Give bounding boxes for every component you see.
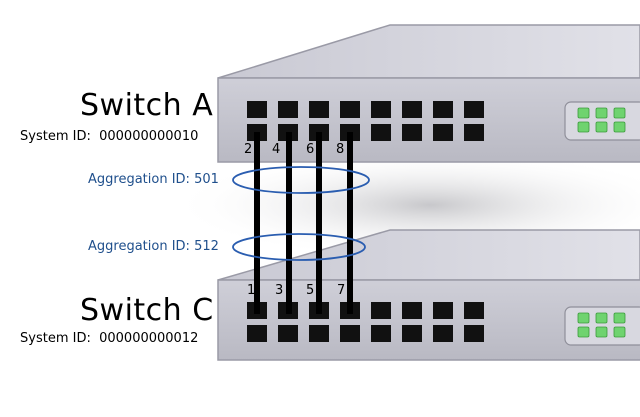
rj45-port-icon xyxy=(464,302,484,319)
switch-a-port-number: 4 xyxy=(272,142,281,157)
status-led-icon xyxy=(595,312,608,324)
system-id-label: System ID: xyxy=(20,331,91,346)
rj45-port-icon xyxy=(464,124,484,141)
system-id-label: System ID: xyxy=(20,129,91,144)
rj45-port-icon xyxy=(371,124,391,141)
status-led-icon xyxy=(577,107,590,119)
status-led-icon xyxy=(577,326,590,338)
switch-a-system-id: System ID: 000000000010 xyxy=(20,129,198,144)
switch-c-port-number: 7 xyxy=(337,283,346,298)
aggregation-ring-512 xyxy=(232,233,366,261)
rj45-port-icon xyxy=(247,101,267,118)
switch-a-port-number: 8 xyxy=(336,142,345,157)
switch-c-system-id: System ID: 000000000012 xyxy=(20,331,198,346)
switch-c-port-number: 1 xyxy=(247,283,256,298)
switch-a-status-panel xyxy=(564,101,640,141)
rj45-port-icon xyxy=(278,325,298,342)
switch-a-port-number: 2 xyxy=(244,142,253,157)
aggregation-label-501: Aggregation ID: 501 xyxy=(88,172,219,187)
rj45-port-icon xyxy=(433,325,453,342)
status-led-icon xyxy=(613,312,626,324)
system-id-value: 000000000010 xyxy=(99,129,199,144)
rj45-port-icon xyxy=(402,302,422,319)
aggregation-ring-501 xyxy=(232,166,370,194)
status-led-icon xyxy=(595,121,608,133)
rj45-port-icon xyxy=(247,325,267,342)
rj45-port-icon xyxy=(340,101,360,118)
rj45-port-icon xyxy=(309,325,329,342)
rj45-port-icon xyxy=(433,124,453,141)
rj45-port-icon xyxy=(340,325,360,342)
switch-c-port-number: 5 xyxy=(306,283,315,298)
switch-c-name: Switch C xyxy=(80,293,214,328)
switch-a-name: Switch A xyxy=(80,88,214,123)
status-led-icon xyxy=(613,107,626,119)
rj45-port-icon xyxy=(464,325,484,342)
rj45-port-icon xyxy=(402,101,422,118)
aggregation-label-512: Aggregation ID: 512 xyxy=(88,239,219,254)
rj45-port-icon xyxy=(278,101,298,118)
rj45-port-icon xyxy=(433,101,453,118)
switch-c-status-panel xyxy=(564,306,640,346)
switch-a-chassis xyxy=(217,24,640,163)
switch-c-port-number: 3 xyxy=(275,283,284,298)
switch-a-port-number: 6 xyxy=(306,142,315,157)
rj45-port-icon xyxy=(433,302,453,319)
rj45-port-icon xyxy=(464,101,484,118)
rj45-port-icon xyxy=(402,124,422,141)
rj45-port-icon xyxy=(371,101,391,118)
rj45-port-icon xyxy=(309,101,329,118)
status-led-icon xyxy=(613,121,626,133)
rj45-port-icon xyxy=(402,325,422,342)
switch-c-chassis xyxy=(217,229,640,361)
status-led-icon xyxy=(595,326,608,338)
status-led-icon xyxy=(595,107,608,119)
status-led-icon xyxy=(577,121,590,133)
rj45-port-icon xyxy=(371,302,391,319)
status-led-icon xyxy=(577,312,590,324)
status-led-icon xyxy=(613,326,626,338)
rj45-port-icon xyxy=(371,325,391,342)
switch-a-top-panel xyxy=(217,24,640,79)
system-id-value: 000000000012 xyxy=(99,331,199,346)
link-cables xyxy=(254,132,353,314)
